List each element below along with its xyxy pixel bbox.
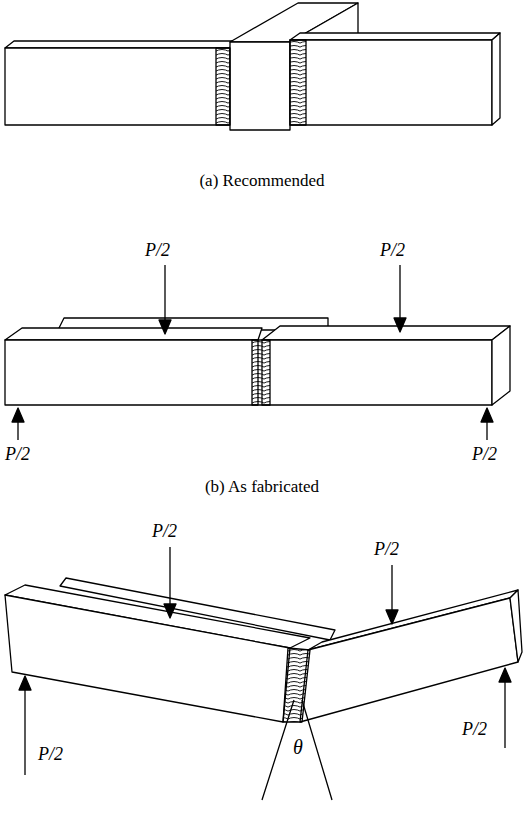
weld-bead xyxy=(216,48,230,125)
load-label: P/2 xyxy=(5,445,30,465)
bar-front xyxy=(5,340,258,405)
deformed-joint xyxy=(5,547,522,800)
recommended-joint xyxy=(5,3,500,130)
bar-front xyxy=(5,48,230,125)
load-label: P/2 xyxy=(152,522,177,542)
weld-bead xyxy=(283,648,310,722)
bar-front xyxy=(290,40,492,125)
bar-end xyxy=(492,33,500,125)
figure-caption: (b) As fabricated xyxy=(205,478,319,497)
weld-bead xyxy=(252,340,270,405)
bar-top xyxy=(290,33,500,40)
bar-top xyxy=(262,326,510,340)
bar-front xyxy=(262,340,492,405)
bar-end xyxy=(510,590,522,662)
figure-caption: (a) Recommended xyxy=(199,172,324,191)
bar-end xyxy=(492,326,510,405)
load-label: P/2 xyxy=(462,720,487,740)
load-label: P/2 xyxy=(380,241,405,261)
crossbar-front xyxy=(230,42,290,130)
load-label: P/2 xyxy=(38,745,63,765)
load-arrow xyxy=(12,265,493,440)
bar-top xyxy=(5,328,262,340)
load-label: P/2 xyxy=(145,241,170,261)
load-arrow xyxy=(19,547,511,775)
bar-front xyxy=(300,598,518,722)
load-label: P/2 xyxy=(374,540,399,560)
angle-lines xyxy=(262,700,332,800)
angle-label: θ xyxy=(293,736,303,758)
bar-front xyxy=(5,595,290,722)
fabricated-joint xyxy=(5,265,510,440)
load-label: P/2 xyxy=(472,445,497,465)
weld-bead xyxy=(290,40,306,125)
bar-top xyxy=(5,41,232,48)
